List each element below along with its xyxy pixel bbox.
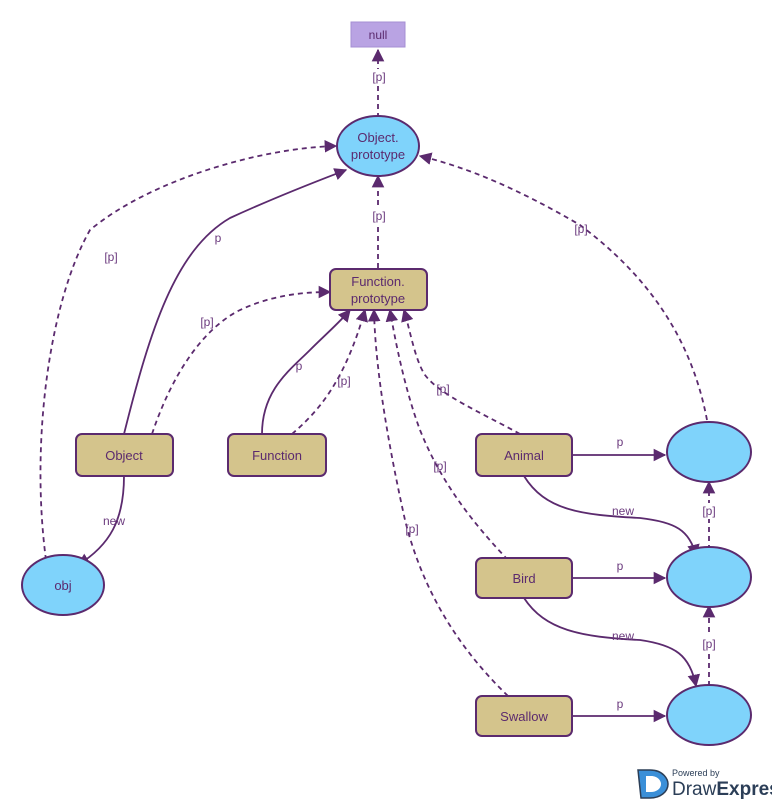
node-function[interactable]: Function	[227, 433, 327, 477]
nodes: null Object. prototype Function. prototy…	[21, 21, 752, 746]
node-bird-prototype-ellipse[interactable]	[666, 546, 752, 608]
node-function-prototype[interactable]: Function. prototype	[329, 268, 428, 311]
edge-animal-to-funcproto	[401, 308, 521, 435]
edge-object-to-funcproto	[151, 285, 332, 435]
node-object-label: Object	[105, 448, 143, 463]
node-animal[interactable]: Animal	[475, 433, 573, 477]
label-swallowproto-birdproto: [p]	[702, 637, 715, 651]
node-swallow-prototype-ellipse[interactable]	[666, 684, 752, 746]
node-obj[interactable]: obj	[21, 554, 105, 616]
node-function-prototype-line2: prototype	[351, 291, 405, 306]
edge-bird-new	[523, 597, 701, 688]
node-object-prototype-line2: prototype	[351, 147, 405, 162]
label-objproto-null: [p]	[372, 70, 385, 84]
node-obj-label: obj	[54, 578, 71, 593]
edge-obj-to-objproto	[39, 140, 338, 561]
edge-function-to-funcproto	[291, 308, 368, 435]
label-object-prototype: p	[215, 231, 222, 245]
label-bird-p: p	[617, 559, 624, 573]
label-animal-new: new	[612, 504, 634, 518]
drawexpress-logo-icon	[637, 769, 669, 799]
edges	[39, 48, 716, 723]
edge-function-prototype	[261, 309, 351, 435]
label-obj-objproto: [p]	[104, 250, 117, 264]
node-animal-label: Animal	[504, 448, 544, 463]
node-object[interactable]: Object	[75, 433, 174, 477]
label-animal-funcproto: [p]	[436, 382, 449, 396]
powered-by-text: Powered by	[672, 768, 720, 778]
label-funcproto-objproto: [p]	[372, 209, 385, 223]
label-function-funcproto: [p]	[337, 374, 350, 388]
label-swallow-p: p	[617, 697, 624, 711]
label-object-funcproto: [p]	[200, 315, 213, 329]
label-birdproto-animalproto: [p]	[702, 504, 715, 518]
brand-name-draw: DrawExpress	[672, 779, 772, 800]
edge-animalproto-to-objproto	[418, 152, 708, 421]
edge-bird-to-funcproto	[385, 308, 509, 561]
label-animalproto-objproto: [p]	[574, 222, 587, 236]
label-bird-funcproto: [p]	[433, 459, 446, 473]
label-object-new: new	[103, 514, 125, 528]
label-swallow-funcproto: [p]	[405, 522, 418, 536]
node-bird[interactable]: Bird	[475, 557, 573, 599]
node-null[interactable]: null	[350, 21, 406, 48]
edge-swallow-to-funcproto	[367, 308, 509, 697]
node-object-prototype-line1: Object.	[357, 130, 398, 145]
node-animal-prototype-ellipse[interactable]	[666, 421, 752, 483]
node-bird-label: Bird	[512, 571, 535, 586]
node-object-prototype[interactable]: Object. prototype	[336, 115, 420, 177]
node-swallow[interactable]: Swallow	[475, 695, 573, 737]
edge-labels: [p] [p] [p] p [p] new p [p] [p] [p] [p] …	[103, 69, 718, 711]
node-function-label: Function	[252, 448, 302, 463]
edge-object-prototype	[123, 168, 348, 435]
label-animal-p: p	[617, 435, 624, 449]
label-bird-new: new	[612, 629, 634, 643]
node-null-label: null	[369, 28, 388, 42]
node-function-prototype-line1: Function.	[351, 274, 404, 289]
edge-animal-new	[523, 475, 700, 558]
node-swallow-label: Swallow	[500, 709, 548, 724]
label-function-prototype: p	[296, 359, 303, 373]
edge-object-new-obj	[76, 475, 125, 566]
drawexpress-branding: Powered by DrawExpress	[637, 768, 772, 800]
